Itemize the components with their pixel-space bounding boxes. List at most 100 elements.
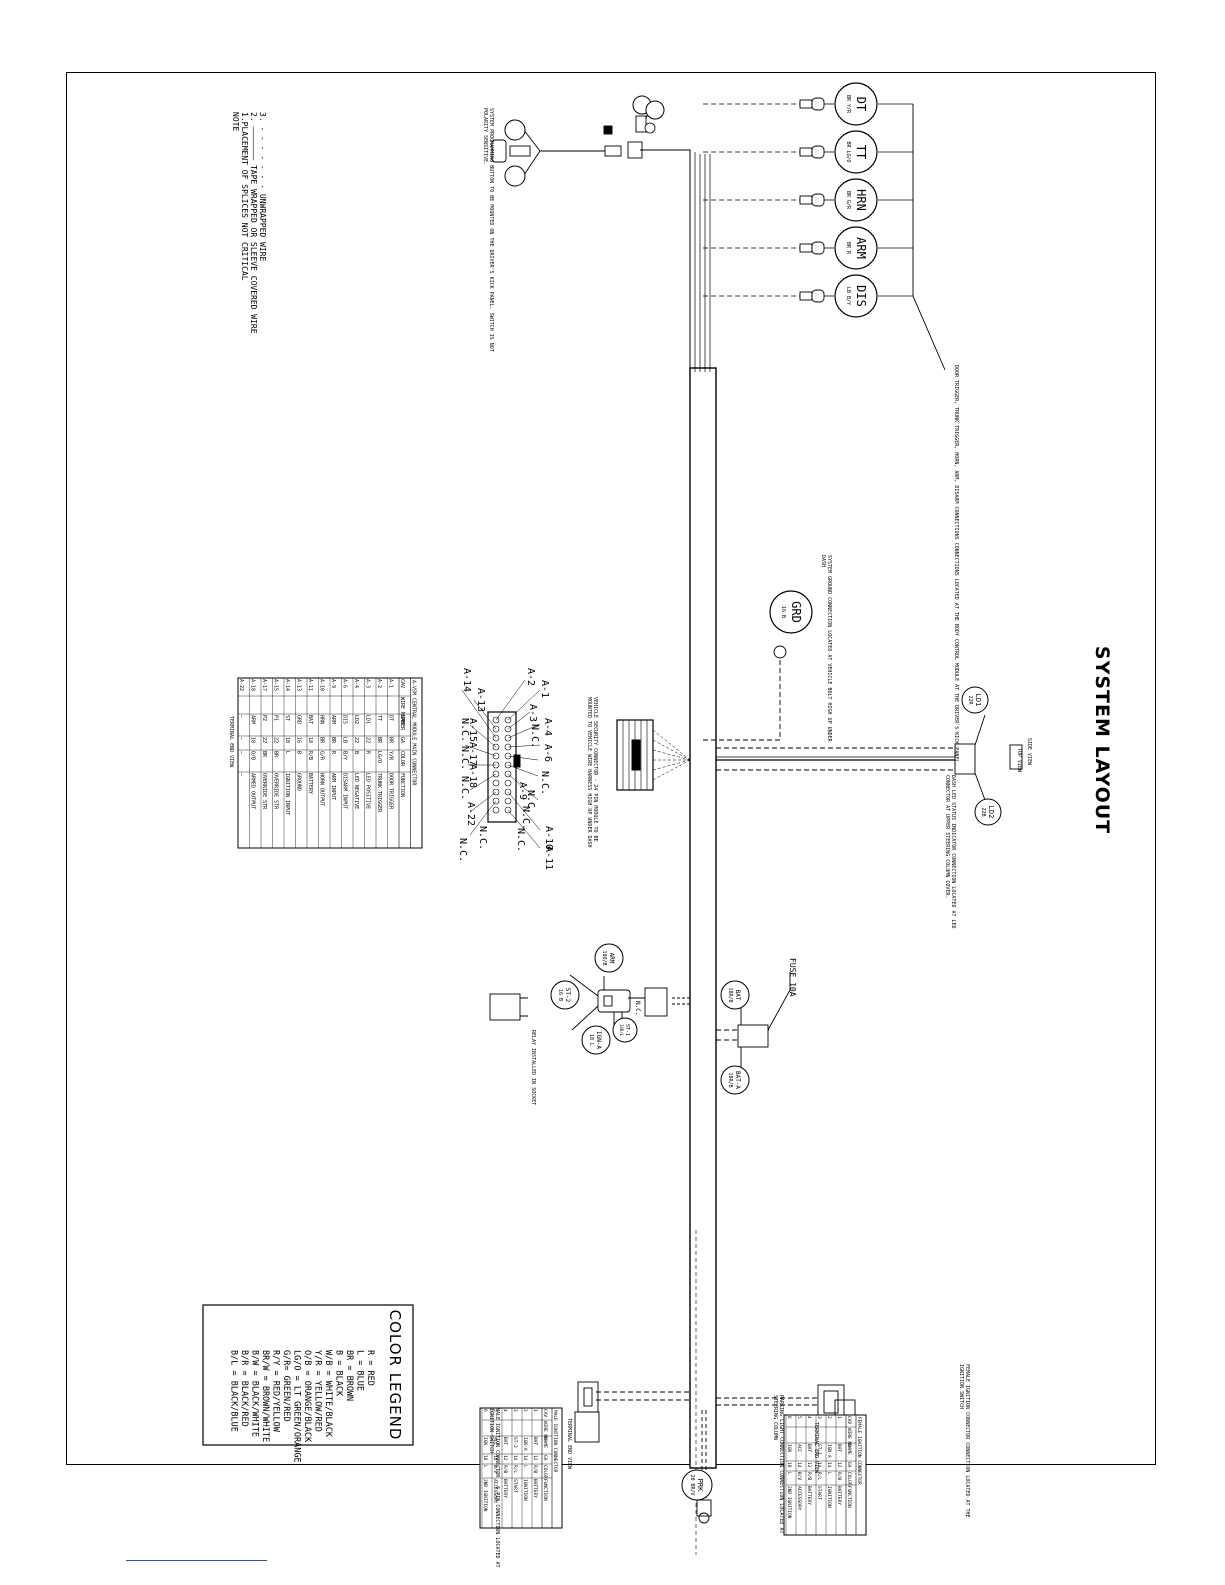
male-table-header: CAV	[542, 1409, 548, 1417]
svg-text:18 L: 18 L	[588, 1034, 594, 1046]
male-table-cell: 2	[522, 1409, 528, 1412]
svg-text:18R/B: 18R/B	[727, 1072, 733, 1087]
a-table-cell: A-13	[296, 679, 302, 691]
svg-text:LD2: LD2	[987, 806, 995, 819]
female-table-cell: 4	[806, 1416, 812, 1419]
female-table-title: FEMALE IGNITION CONNECTOR	[856, 1417, 862, 1485]
pin-a9: A-9	[517, 782, 528, 800]
pin-nc: N.C.	[529, 724, 540, 748]
a-table-cell: G/R	[319, 751, 325, 761]
male-table-cell: BATTERY	[502, 1479, 508, 1498]
female-table-cell: 14	[796, 1462, 802, 1468]
legend-item: G/R= GREEN/RED	[281, 1350, 291, 1422]
female-table-cell: IGN-A	[826, 1444, 832, 1458]
male-table-cell: BAT	[502, 1437, 508, 1445]
female-table-cell: 2	[826, 1416, 832, 1419]
a-table-cell: LD1	[365, 715, 371, 724]
female-terminal-view: TERMINAL END VIEW	[813, 1422, 819, 1474]
a-table-cell: GROUND	[296, 773, 302, 791]
legend-item: B = BLACK	[334, 1350, 344, 1397]
a-table-cell: A-10	[319, 679, 325, 691]
a-table-cell: R/B	[307, 751, 313, 760]
a-table-cell: GRD	[296, 715, 302, 724]
a-table-cell: B	[353, 751, 359, 754]
pin-a18: A-18	[467, 764, 478, 788]
footer-link-underline[interactable]	[126, 1560, 267, 1561]
svg-text:W/B = WHITE/BLACK: W/B = WHITE/BLACK	[323, 1350, 333, 1438]
male-table-cell: 1	[532, 1409, 538, 1412]
a-table-cell: LED NEGATIVE	[353, 773, 359, 809]
a-table-cell: 18	[307, 737, 313, 743]
svg-text:BR Y/R: BR Y/R	[845, 95, 851, 114]
male-table-cell: 6	[482, 1409, 488, 1412]
svg-text:BR LG/O: BR LG/O	[845, 141, 851, 162]
svg-text:DIS: DIS	[854, 285, 868, 307]
a-table-cell: A-17	[261, 679, 267, 691]
svg-text:R/Y = RED/YELLOW: R/Y = RED/YELLOW	[271, 1350, 281, 1433]
a-table-cell: A-14	[284, 679, 290, 691]
a-table-cell: LG/O	[376, 751, 382, 763]
legend-item: B/L = BLACK/BLUE	[229, 1350, 239, 1432]
female-table-cell: BATTERY	[806, 1486, 812, 1505]
male-table-cell: 14	[512, 1455, 518, 1461]
pin-nc: N.C.	[457, 838, 468, 862]
a-table-cell: P1	[273, 715, 279, 721]
male-table-header: FUNCTION	[542, 1479, 548, 1501]
svg-text:3. - - - - - - - UNWRAPPED WI: 3. - - - - - - - UNWRAPPED WIRE	[258, 112, 267, 261]
a-table-header: GA	[399, 737, 405, 743]
svg-text:B/W = BLACK/WHITE: B/W = BLACK/WHITE	[250, 1350, 260, 1437]
svg-text:BAT: BAT	[734, 990, 741, 1001]
bubble-bat: BAT 18R/B	[720, 980, 750, 1010]
pin-a17: A-17	[467, 742, 478, 766]
male-table-cell: R/L	[512, 1465, 518, 1473]
female-table-cell: 5	[796, 1416, 802, 1419]
pin-nc: N.C.	[520, 806, 531, 830]
notes: NOTE 1.PLACEMENT OF SPLICES NOT CRITICAL…	[231, 112, 267, 334]
svg-text:FUSE 10A: FUSE 10A	[788, 958, 797, 997]
a-table-cell: R	[330, 751, 336, 755]
svg-text:14R/L: 14R/L	[619, 1024, 624, 1037]
pin-a3: A-3	[527, 704, 538, 722]
female-table-cell: IGN	[786, 1444, 792, 1452]
bubble-hrn: HRN BR G/R	[834, 178, 878, 222]
bubble-arm: ARM BR R	[834, 226, 878, 270]
svg-text:B/R = BLACK/RED: B/R = BLACK/RED	[239, 1350, 249, 1427]
male-table-cell: 14	[522, 1455, 528, 1461]
led-side-view: SIDE VIEW	[1026, 738, 1032, 766]
legend-item: B/R = BLACK/RED	[239, 1350, 249, 1427]
female-table-cell: 14	[826, 1462, 832, 1468]
a-table-cell: 22	[261, 737, 267, 743]
female-table-cell: 1	[836, 1416, 842, 1419]
a-table-cell: BR	[376, 737, 382, 744]
a-table-cell: DOOR TRIGGER	[388, 773, 394, 810]
a-table-cell: —	[238, 737, 244, 741]
a-table-cell: TT	[376, 715, 382, 721]
male-table-header: GA	[542, 1455, 548, 1461]
a-table-cell: HORN OUTPUT	[319, 773, 325, 806]
legend-item: O/B = ORANGE/BLACK	[302, 1350, 312, 1443]
svg-text:1.PLACEMENT OF SPLICES NOT CRI: 1.PLACEMENT OF SPLICES NOT CRITICAL	[240, 112, 249, 281]
female-table-cell: 18	[786, 1462, 792, 1468]
a-table-cell: BR	[388, 737, 394, 744]
relay-note: RELAY INSTALLED IN SOCKET	[530, 1030, 536, 1105]
male-table-cell: START	[512, 1479, 518, 1493]
svg-text:16 B: 16 B	[557, 989, 563, 1001]
a-table-cell: OVERRIDE STR	[261, 773, 267, 810]
a-table-cell: A-22	[238, 679, 244, 691]
led-connector	[716, 714, 1023, 801]
a-table-cell: BAT	[307, 715, 313, 724]
legend-item: R = RED	[365, 1350, 375, 1386]
bubble-arm-out: ARM 18O/B	[594, 943, 624, 973]
a-table-cell: A-2	[376, 679, 382, 688]
a-table-cell: BR	[330, 737, 336, 744]
a-table-cell: B/Y	[342, 751, 348, 760]
a-table-cell: 18	[250, 737, 256, 743]
led-note: DASH LED STATUS INDICATOR CONNECTION LOC…	[944, 775, 956, 929]
female-table-cell: START	[816, 1486, 822, 1500]
female-table-cell: 6	[786, 1416, 792, 1419]
a-table-cell: O/B	[250, 751, 256, 760]
svg-text:BR = BROWN: BR = BROWN	[344, 1350, 354, 1401]
female-table-cell: ACC	[796, 1444, 802, 1452]
a-table-cell: —	[238, 715, 244, 719]
